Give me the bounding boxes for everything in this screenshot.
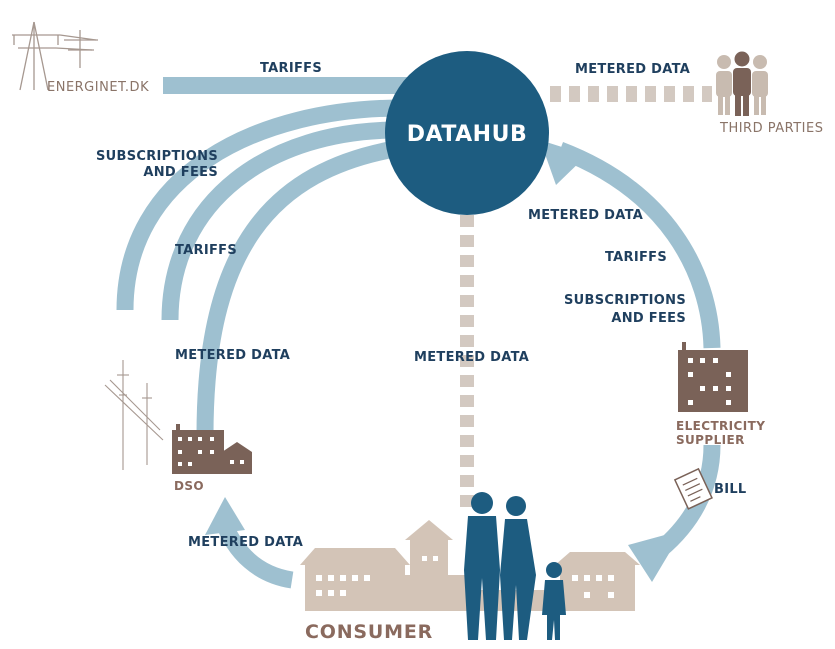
datahub-label: DATAHUB xyxy=(407,122,527,147)
right-tariffs-label: TARIFFS xyxy=(605,250,667,265)
center-metered-label: METERED DATA xyxy=(414,350,529,365)
consumer-label: CONSUMER xyxy=(305,621,433,643)
right-flow xyxy=(556,142,721,349)
bill-document-icon xyxy=(673,467,713,510)
energinet-label: ENERGINET.DK xyxy=(47,80,149,95)
left-subscriptions-flow xyxy=(116,99,403,311)
town-windows xyxy=(316,556,614,598)
electricity-supplier-building-icon xyxy=(678,342,748,412)
bill-label: BILL xyxy=(714,482,747,497)
third-parties-metered-label: METERED DATA xyxy=(575,62,690,77)
third-parties-label: THIRD PARTIES xyxy=(719,121,823,136)
third-parties-people-icon xyxy=(716,51,768,116)
right-metered-label: METERED DATA xyxy=(528,208,643,223)
pylons-icon xyxy=(12,21,98,91)
dso-building-icon xyxy=(172,424,252,474)
left-metered-label: METERED DATA xyxy=(175,348,290,363)
family-people-icon xyxy=(464,492,566,640)
bottom-metered-label: METERED DATA xyxy=(188,535,303,550)
electricity-supplier-label-line1: ELECTRICITY xyxy=(676,419,765,433)
left-metered-flow xyxy=(196,139,402,436)
left-subscriptions-label-line2: AND FEES xyxy=(143,165,218,180)
left-tariffs-flow xyxy=(161,121,399,321)
energinet-tariffs-label: TARIFFS xyxy=(260,61,322,76)
energinet-tariffs-flow xyxy=(163,77,428,94)
electricity-supplier-label-line2: SUPPLIER xyxy=(676,433,745,447)
consumer-dso-arrowhead xyxy=(205,497,245,535)
dso-pylons-icon xyxy=(104,360,164,470)
datahub-circle xyxy=(385,51,549,215)
dso-label: DSO xyxy=(174,479,204,493)
right-flow-arrowhead xyxy=(540,140,587,185)
right-subscriptions-label-line2: AND FEES xyxy=(611,311,686,326)
right-subscriptions-label-line1: SUBSCRIPTIONS xyxy=(564,293,686,308)
bill-flow-arrowhead xyxy=(628,530,683,582)
left-tariffs-label: TARIFFS xyxy=(175,243,237,258)
left-subscriptions-label-line1: SUBSCRIPTIONS xyxy=(96,149,218,164)
